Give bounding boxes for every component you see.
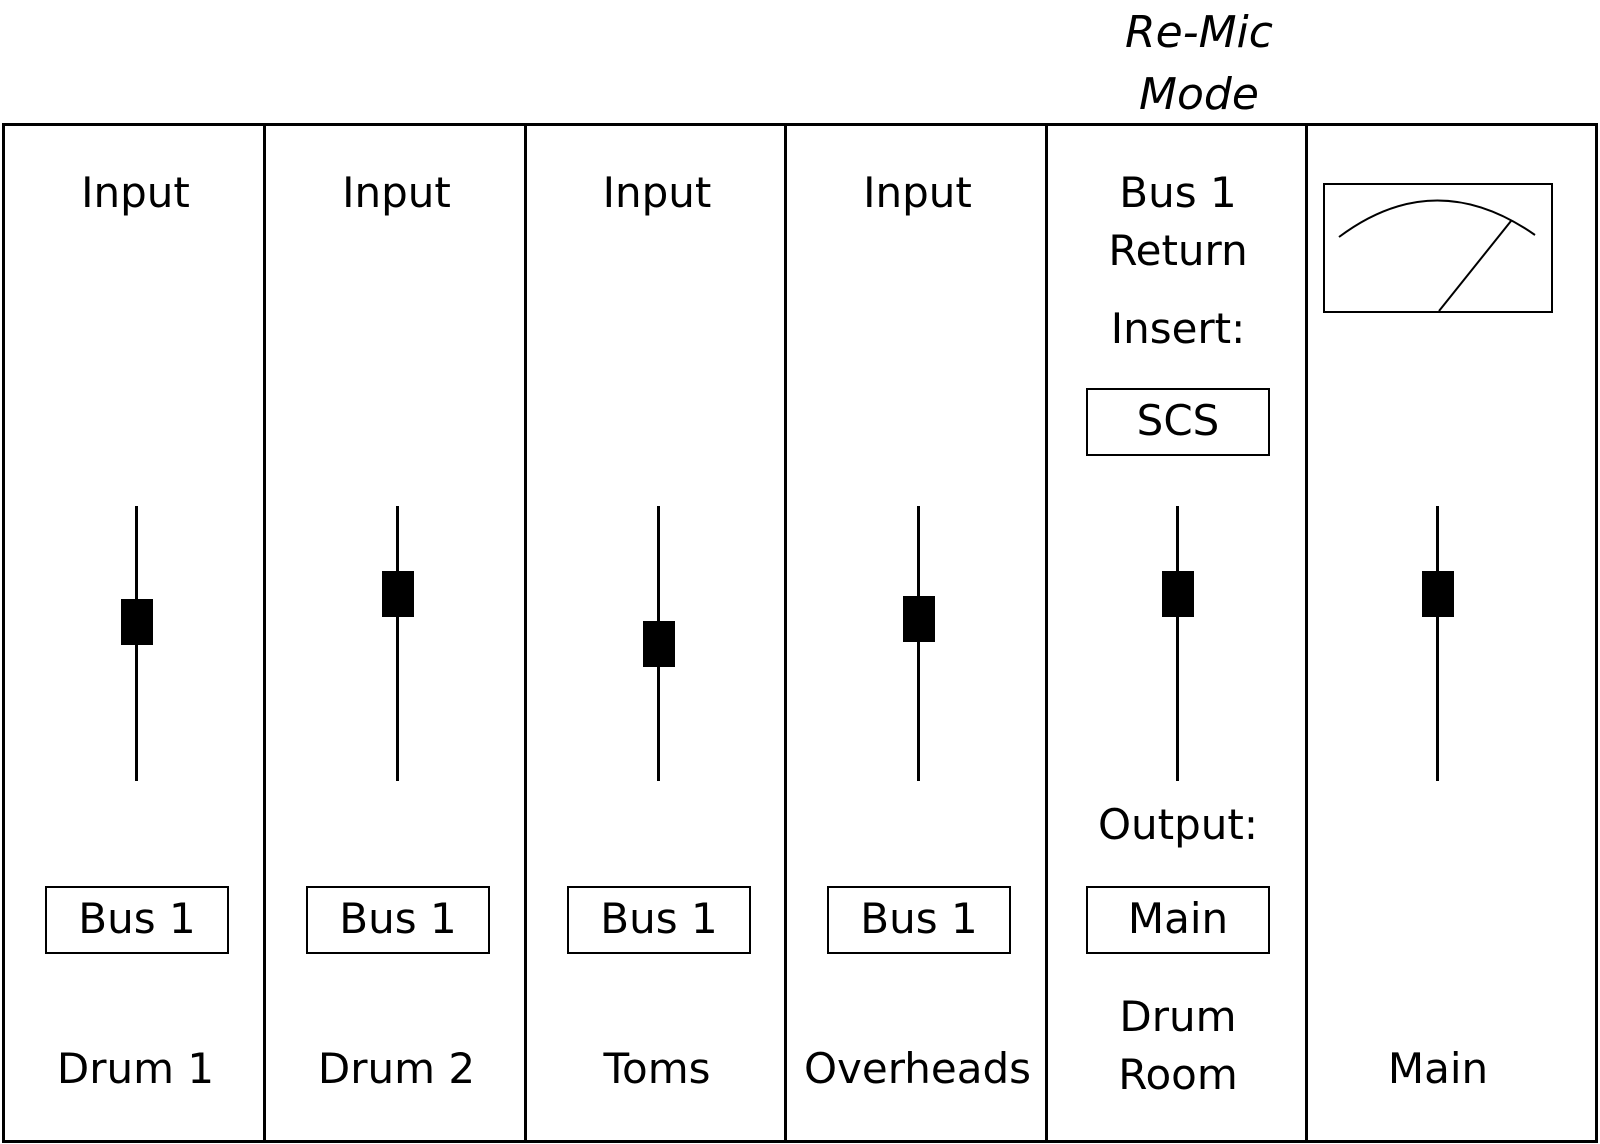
channel-name: Drum 2 [317, 1044, 476, 1093]
mode-title: Re-Mic Mode [1125, 7, 1273, 120]
strip-divider [784, 126, 787, 1140]
vu-meter-icon [1323, 183, 1553, 313]
channel-name: Drum Room [1118, 992, 1238, 1099]
channel-input-label: Input [602, 168, 712, 217]
strip-divider [1045, 126, 1048, 1140]
output-bus-selector[interactable]: Bus 1 [567, 886, 751, 954]
mixer-console: Input Bus 1 Drum 1 Input Bus 1 Drum 2 In… [2, 123, 1598, 1143]
fader-handle[interactable] [382, 571, 414, 617]
fader-track[interactable] [396, 506, 399, 781]
fader-track[interactable] [1176, 506, 1179, 781]
channel-name: Toms [603, 1044, 711, 1093]
channel-name: Overheads [803, 1044, 1032, 1093]
fader-track[interactable] [1436, 506, 1439, 781]
output-bus-selector[interactable]: Bus 1 [306, 886, 490, 954]
fader-track[interactable] [917, 506, 920, 781]
fader-handle[interactable] [1422, 571, 1454, 617]
insert-plugin-slot[interactable]: SCS [1086, 388, 1270, 456]
return-source-label: Bus 1 Return [1108, 168, 1248, 275]
channel-strip-drum-1: Input Bus 1 Drum 1 [5, 126, 266, 1140]
channel-input-label: Input [342, 168, 451, 217]
strip-divider [524, 126, 527, 1140]
fader-handle[interactable] [121, 599, 153, 645]
fader-handle[interactable] [1162, 571, 1194, 617]
fader-handle[interactable] [903, 596, 935, 642]
vu-meter-needle-icon [1338, 199, 1536, 312]
channel-name: Drum 1 [56, 1044, 215, 1093]
insert-label: Insert: [1110, 304, 1246, 353]
output-bus-selector[interactable]: Bus 1 [827, 886, 1011, 954]
channel-strip-overheads: Input Bus 1 Overheads [787, 126, 1048, 1140]
channel-input-label: Input [863, 168, 972, 217]
channel-name: Main [1387, 1044, 1489, 1093]
channel-input-label: Input [81, 168, 190, 217]
output-bus-selector[interactable]: Main [1086, 886, 1270, 954]
channel-strip-drum-2: Input Bus 1 Drum 2 [266, 126, 527, 1140]
strip-divider [263, 126, 266, 1140]
fader-handle[interactable] [643, 621, 675, 667]
strip-divider [1305, 126, 1308, 1140]
output-label: Output: [1097, 800, 1259, 849]
channel-strip-drum-room: Bus 1 Return Insert: SCS Output: Main Dr… [1048, 126, 1308, 1140]
channel-strip-toms: Input Bus 1 Toms [527, 126, 787, 1140]
channel-strip-main: Main [1308, 126, 1595, 1140]
output-bus-selector[interactable]: Bus 1 [45, 886, 229, 954]
